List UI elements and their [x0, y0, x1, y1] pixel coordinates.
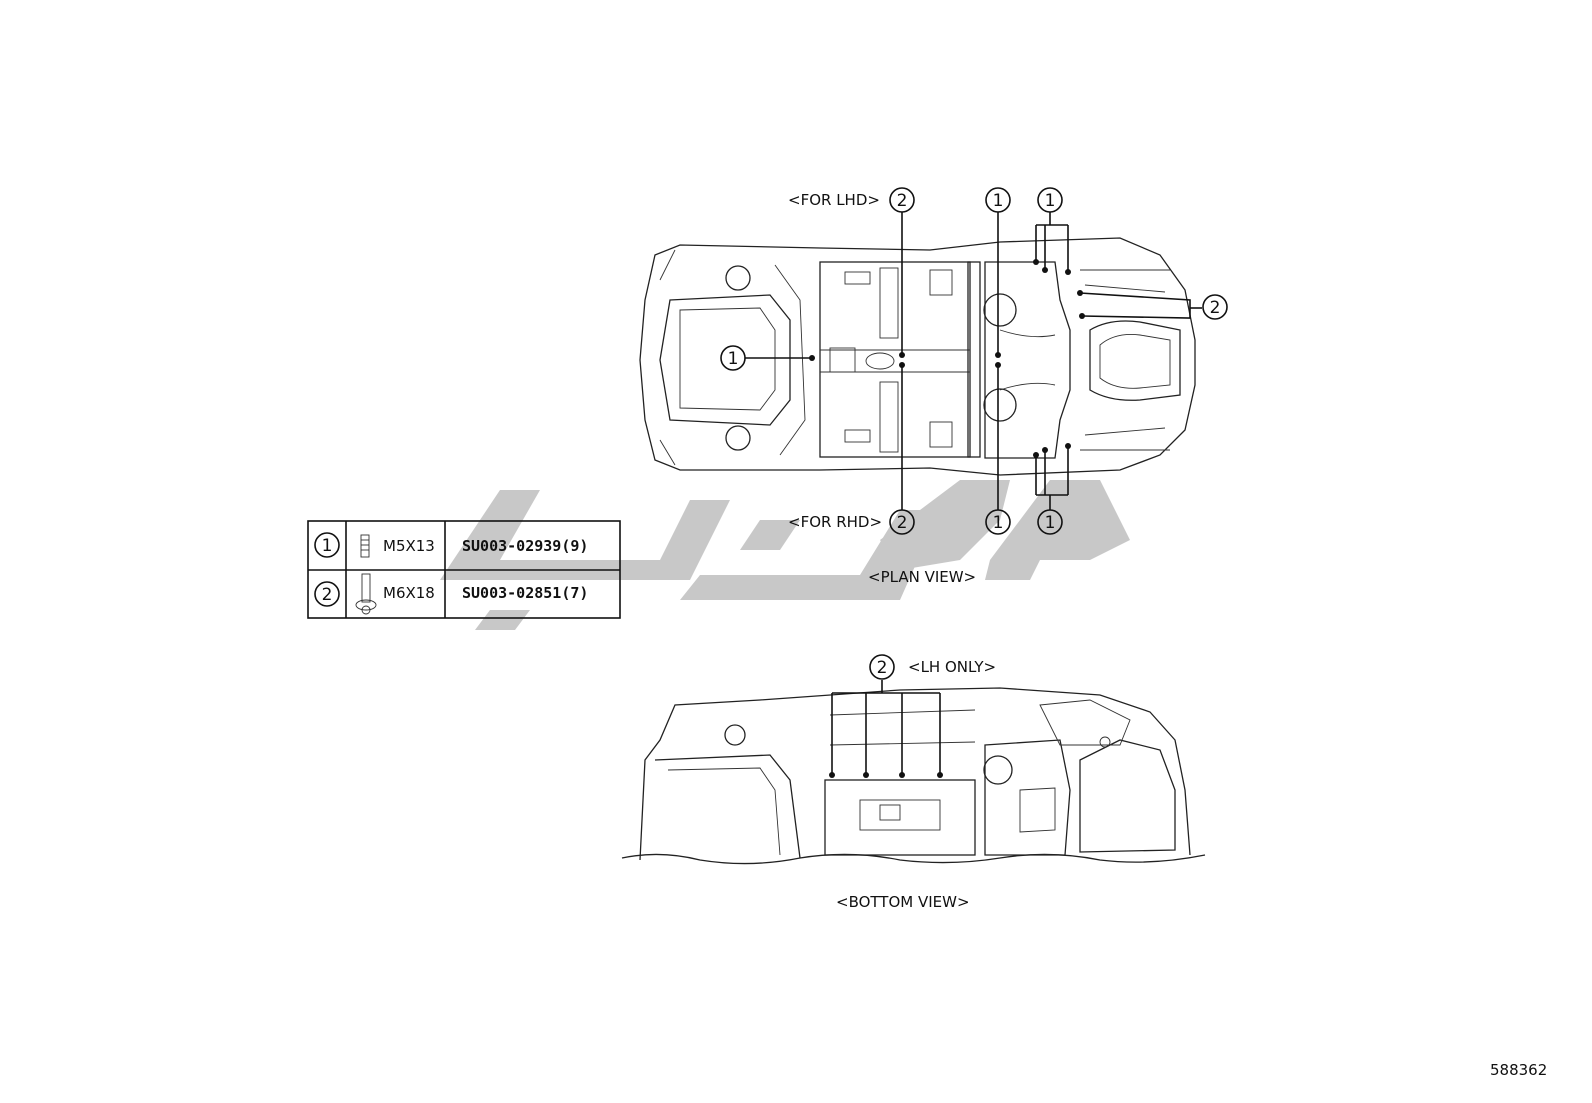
callout-right-2: 2	[1202, 294, 1228, 320]
plan-view-vehicle	[639, 237, 1196, 476]
callout-left-1: 1	[720, 345, 746, 371]
svg-text:1: 1	[728, 349, 739, 369]
callout-top-right-1: 1	[1037, 187, 1063, 213]
svg-text:1: 1	[1045, 191, 1056, 211]
fastener-table: 1 M5X13 SU003-02939(9) 2 M6X18 SU003-028…	[307, 520, 621, 619]
for-rhd-label: <FOR RHD>	[788, 513, 882, 531]
callout-top-1: 1	[985, 187, 1011, 213]
table-row: 1 M5X13 SU003-02939(9)	[314, 532, 588, 558]
callout-bottom-1: 1	[985, 509, 1011, 535]
fastener-size: M6X18	[383, 584, 435, 602]
svg-text:2: 2	[1210, 298, 1221, 318]
figure-id: 588362	[1490, 1061, 1547, 1079]
bottom-view-caption: <BOTTOM VIEW>	[836, 893, 970, 911]
lh-only-label: <LH ONLY>	[908, 658, 996, 676]
plan-view-leaders	[745, 212, 1202, 510]
bottom-view-leaders	[829, 680, 943, 778]
svg-text:1: 1	[993, 513, 1004, 533]
part-number: SU003-02939(9)	[462, 537, 588, 555]
for-lhd-label: <FOR LHD>	[788, 191, 880, 209]
svg-text:1: 1	[1045, 513, 1056, 533]
svg-text:2: 2	[877, 658, 888, 678]
watermark-logo	[440, 480, 1130, 630]
row-callout: 1	[322, 536, 333, 556]
svg-text:1: 1	[993, 191, 1004, 211]
flange-bolt-icon	[355, 573, 377, 615]
part-number: SU003-02851(7)	[462, 584, 588, 602]
screw-icon	[360, 534, 370, 558]
callout-rhd-2: 2	[889, 509, 915, 535]
plan-view-callouts: 2 1 1 2 1 2 1 1	[720, 187, 1228, 535]
row-callout: 2	[322, 585, 333, 605]
svg-text:2: 2	[897, 191, 908, 211]
callout-bottom-right-1: 1	[1037, 509, 1063, 535]
bottom-view-vehicle	[621, 687, 1206, 865]
svg-text:2: 2	[897, 513, 908, 533]
callout-bottom-view-2: 2	[869, 654, 895, 680]
table-row: 2 M6X18 SU003-02851(7)	[314, 573, 588, 615]
callout-lhd-2: 2	[889, 187, 915, 213]
plan-view-caption: <PLAN VIEW>	[868, 568, 976, 586]
fastener-size: M5X13	[383, 537, 435, 555]
